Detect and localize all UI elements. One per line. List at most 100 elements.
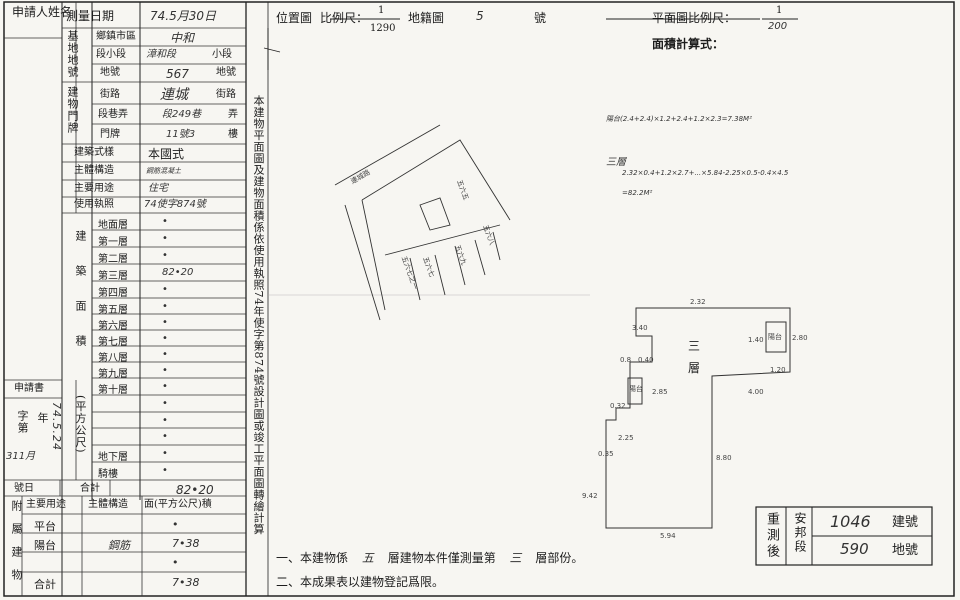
num-suffix: 樓: [228, 129, 238, 140]
floor-name: 第六層: [98, 321, 128, 332]
dim-right-1: 2.80: [792, 334, 808, 342]
dim-top: 2.32: [690, 298, 706, 306]
dim-right-3: 4.00: [748, 388, 764, 396]
floor-name: 第二層: [98, 254, 128, 265]
dim-left-1: 3.40: [632, 324, 648, 332]
dim-left-3: 0.40: [638, 356, 654, 364]
floorplan-scale-num: 1: [776, 5, 783, 16]
dim-left-6: 2.25: [618, 434, 634, 442]
floor-value: •: [162, 465, 168, 476]
dim-right-5: 8.80: [716, 454, 732, 462]
use-label: 主要用途: [74, 183, 114, 194]
annex-struct-header: 主體構造: [88, 499, 128, 510]
num-value: 11號3: [166, 129, 196, 140]
plan-floor-label: 三: [688, 339, 701, 353]
annex-use-header: 主要用途: [26, 499, 66, 510]
floor-name: 騎樓: [98, 469, 118, 480]
floor-name: 第九層: [98, 369, 128, 380]
floor-value: •: [162, 431, 168, 442]
floor-name: 第五層: [98, 305, 128, 316]
stamp-lot-label: 地號: [892, 543, 919, 558]
floor-value: •: [162, 317, 168, 328]
street-label: 街路: [100, 89, 120, 100]
floor-name: 第八層: [98, 353, 128, 364]
area-unit-label: (平方公尺): [74, 395, 87, 454]
note-1-floor: 三: [509, 551, 522, 565]
annex-label: 附屬建物: [10, 500, 23, 592]
annex-name: 平台: [34, 520, 56, 533]
plan-floor-label-2: 層: [688, 361, 701, 375]
app-date-value: 74.5.24: [50, 402, 63, 451]
floor-value: •: [162, 365, 168, 376]
annex-value: 7•38: [172, 576, 200, 589]
lot-value: 567: [166, 67, 189, 81]
cadastral-number: 5: [476, 9, 484, 23]
section-label: 段小段: [96, 49, 126, 60]
char-label: 字第: [16, 410, 29, 434]
stamp-left: 重測後: [764, 512, 779, 560]
floor-name: 第七層: [98, 337, 128, 348]
use-value: 住宅: [148, 183, 168, 194]
floor-value: •: [162, 301, 168, 312]
cadastral-hao: 號: [534, 11, 547, 25]
lane-suffix: 弄: [228, 109, 238, 120]
floor-row: 騎樓 •: [92, 465, 246, 480]
dim-bottom: 5.94: [660, 532, 676, 540]
floor-value: •: [162, 284, 168, 295]
location-title: 位置圖: [276, 11, 313, 25]
balcony-label-2: 陽台: [768, 333, 782, 341]
annex-row: 平台•: [22, 518, 246, 533]
location-scale-num: 1: [378, 5, 385, 16]
floor-row: 地面層•: [92, 216, 246, 231]
dim-right-4: 1.40: [748, 336, 764, 344]
floor-row: 第十層•: [92, 381, 246, 396]
num-label: 門牌: [100, 129, 120, 140]
floor-name: 第十層: [98, 385, 128, 396]
year-label: 年: [36, 412, 49, 424]
floor-row: •: [92, 398, 246, 412]
survey-date-label: 測量日期: [66, 9, 115, 23]
floor-value: •: [162, 398, 168, 409]
floor-value: •: [162, 448, 168, 459]
floor-value: •: [162, 233, 168, 244]
note-1-suffix: 層部份。: [535, 551, 584, 565]
lane-value: 段249巷: [162, 109, 202, 120]
calc-floor-label: 三層: [606, 157, 626, 168]
area-group-label: 建築面積: [74, 230, 87, 370]
floor-name: 地面層: [98, 220, 128, 231]
floor-name: 第四層: [98, 288, 128, 299]
floor-value: •: [162, 333, 168, 344]
floor-value: •: [162, 349, 168, 360]
total-label: 合計: [80, 483, 100, 494]
floor-row: 第一層 •: [92, 233, 246, 248]
cadastral-label: 地籍圖: [408, 11, 445, 25]
note-1-mid: 層建物本件僅測量第: [387, 551, 496, 565]
center-vertical-note: 本建物平面圖及建物面積係依使用執照74年使字第874號設計圖或竣工平面圖轉繪計算: [252, 95, 265, 535]
floor-name: 第三層: [98, 271, 128, 282]
township-label: 鄉鎮市區: [96, 31, 136, 42]
floor-row: 第八層 •: [92, 349, 246, 364]
floorplan-scale-den: 200: [768, 21, 788, 32]
dim-right-2: 1.20: [770, 366, 786, 374]
subsection-suffix: 小段: [212, 49, 232, 60]
lot-label: 地號: [100, 67, 120, 78]
calc-line-2: 2.32×0.4+1.2×2.7+...×5.84-2.25×0.5-0.4×4…: [622, 169, 789, 177]
annex-value: •: [172, 556, 179, 569]
floor-row: 第九層 •: [92, 365, 246, 380]
floorplan-title: 平面圖比例尺：: [652, 11, 737, 25]
floor-row: •: [92, 415, 246, 429]
floor-row: 第二層•: [92, 250, 246, 265]
floor-row: 地下層•: [92, 448, 246, 463]
note-1-prefix: 一、本建物係: [276, 551, 349, 565]
stamp-mid: 安邦段: [793, 512, 807, 554]
structure-value: 鋼筋混凝土: [146, 167, 181, 175]
survey-date-value: 74.5月30日: [150, 9, 216, 23]
stamp-build-label: 建號: [892, 515, 919, 530]
annex-area-header: 面(平方公尺)積: [144, 499, 212, 510]
location-scale-den: 1290: [370, 23, 396, 34]
floor-name: 第一層: [98, 237, 128, 248]
calc-line-1: 陽台(2.4+2.4)×1.2+2.4+1.2×2.3=7.38M²: [606, 115, 752, 123]
annex-row: •: [22, 556, 246, 570]
